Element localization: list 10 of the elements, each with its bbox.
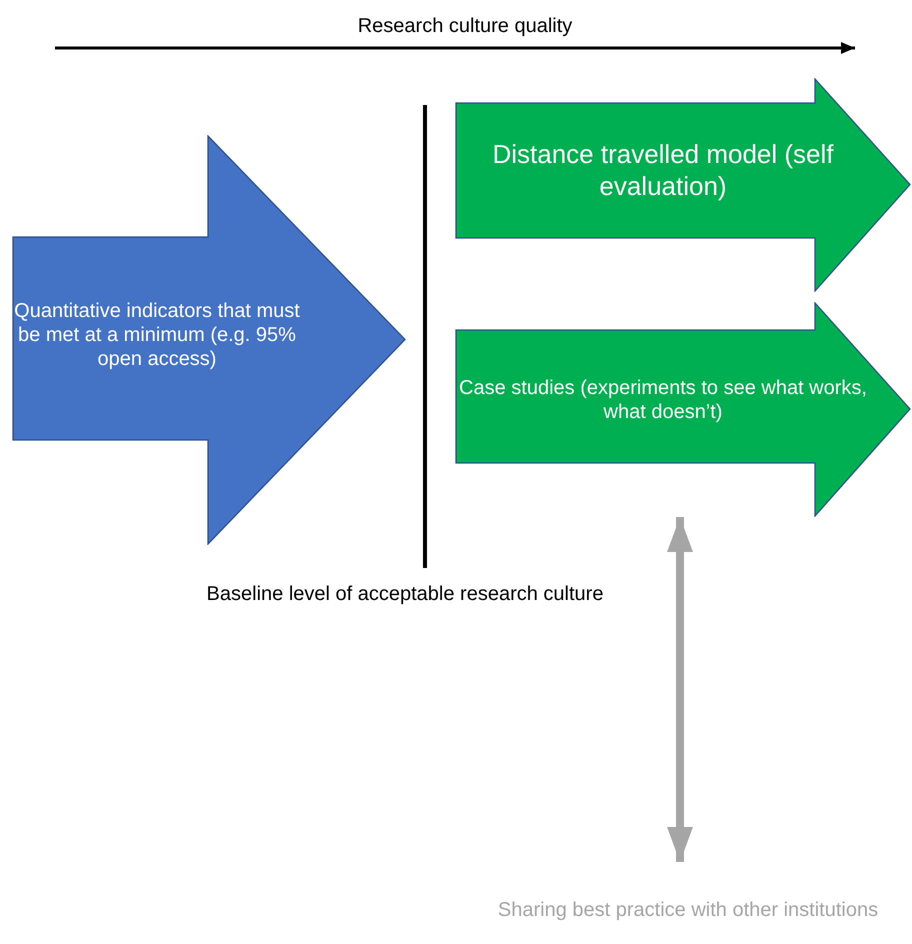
double-arrow xyxy=(667,517,693,862)
block-arrow xyxy=(455,78,911,292)
arrow-label: Distance travelled model (self evaluation) xyxy=(491,139,835,202)
baseline-label: Baseline level of acceptable research culture xyxy=(206,582,604,607)
axis-label: Research culture quality xyxy=(356,14,574,39)
arrow-label: Case studies (experiments to see what works, what doesn’t) xyxy=(458,376,868,424)
block-arrow xyxy=(12,135,406,545)
node-text: Sharing best practice with other institutions xyxy=(498,898,878,922)
block-arrow xyxy=(455,302,911,517)
arrow-label: Quantitative indicators that must be met at a minimum (e.g. 95% open access) xyxy=(13,299,301,371)
